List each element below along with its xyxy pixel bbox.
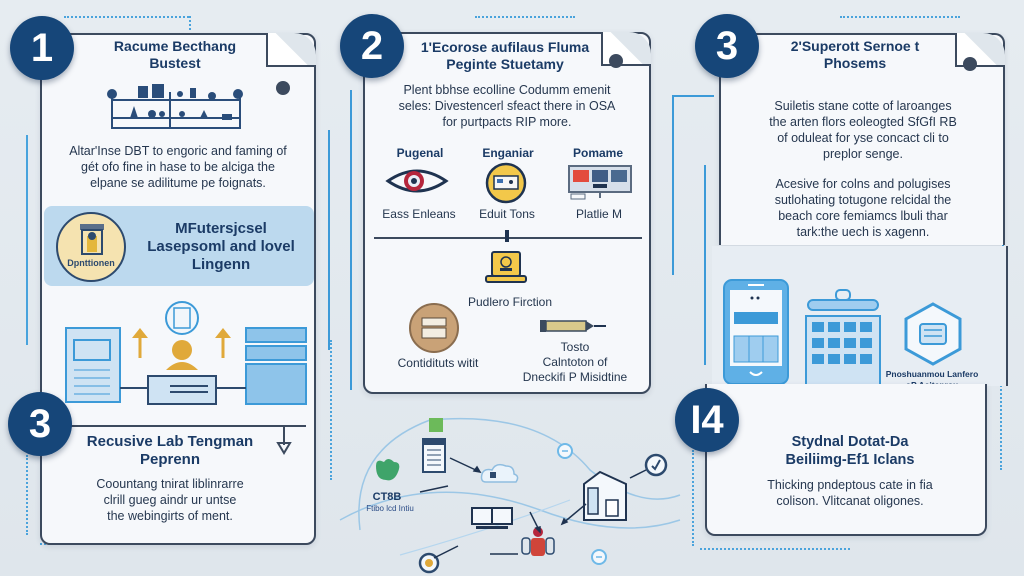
bottom-item-caption-1: Contidituts witit bbox=[397, 356, 479, 370]
column-heading-3: Pomame bbox=[572, 146, 624, 160]
leaf-logo-icon bbox=[376, 459, 400, 481]
building-icon bbox=[583, 470, 627, 521]
pin-dot bbox=[609, 54, 623, 68]
step-2-badge: 2 bbox=[340, 14, 404, 78]
connector-bridge bbox=[672, 95, 714, 97]
pin-dot bbox=[963, 57, 977, 71]
connector-left-4 bbox=[692, 450, 694, 546]
syringe-icon bbox=[540, 320, 606, 332]
connector-left-3 bbox=[704, 165, 706, 365]
smartphone-icon bbox=[723, 279, 789, 385]
robot-agent-icon bbox=[521, 527, 555, 556]
coin-circle-icon bbox=[418, 552, 440, 574]
step-2-title: 1'Ecorose aufilaus Fluma Peginte Stuetam… bbox=[420, 39, 590, 72]
connector-right-bottom bbox=[330, 340, 332, 480]
network-brand: CT8B bbox=[372, 491, 402, 503]
column-caption-1: Eass Enleans bbox=[382, 207, 456, 221]
step-3-card bbox=[719, 33, 1005, 245]
column-heading-2: Enganiar bbox=[482, 146, 534, 160]
connector-left-bottom bbox=[26, 455, 28, 535]
hexagon-document-icon bbox=[904, 302, 962, 366]
network-brand-subtext: Ftibo lcd Intiu bbox=[366, 504, 414, 513]
laptop-icon bbox=[485, 251, 527, 283]
checkmark-circle-icon bbox=[644, 453, 668, 477]
cloud-lock-icon bbox=[480, 463, 519, 483]
monitor-icon bbox=[568, 165, 632, 200]
connector-top-1-drop bbox=[189, 16, 191, 30]
town-circuit-illustration bbox=[107, 84, 243, 129]
step-3-paragraph-1: Suiletis stane cotte of laroanges the ar… bbox=[769, 99, 957, 161]
database-badge-icon bbox=[409, 303, 459, 353]
step-1-title: Racume Becthang Bustest bbox=[113, 38, 237, 71]
monitor-pair-icon bbox=[471, 507, 513, 529]
connector-left-1 bbox=[26, 135, 28, 345]
network-arrows bbox=[419, 457, 647, 559]
workflow-illustration bbox=[65, 301, 307, 405]
connector-right-2 bbox=[672, 95, 674, 275]
divider-marker bbox=[505, 230, 509, 242]
center-item-caption: Pudlero Firction bbox=[467, 295, 553, 309]
step-4-title: Stydnal Dotat-Da Beiliimg-Ef1 Iclans bbox=[785, 434, 915, 468]
step-2-body: Plent bbhse ecolline Codumm emenit seles… bbox=[398, 83, 616, 129]
connector-bottom-4 bbox=[700, 548, 850, 550]
step-4-body: Thicking pndeptous cate in fia colison. … bbox=[767, 478, 933, 508]
step-3-left-badge: 3 bbox=[8, 392, 72, 456]
card-reader-icon bbox=[485, 162, 527, 204]
connector-top-3 bbox=[840, 16, 960, 18]
connector-top-2 bbox=[475, 16, 575, 18]
connector-top-1 bbox=[64, 16, 189, 18]
clipboard-icon bbox=[422, 438, 446, 473]
step-4-card bbox=[705, 384, 987, 536]
arrow-down-icon bbox=[276, 425, 292, 455]
column-caption-3: Platlie M bbox=[575, 207, 622, 221]
step-1-badge: 1 bbox=[10, 16, 74, 80]
step-1-divider bbox=[40, 425, 306, 427]
column-heading-1: Pugenal bbox=[396, 146, 444, 160]
step-1-highlight-text: MFutersjcsel Lasepsoml and lovel Lingenn bbox=[147, 220, 295, 273]
connector-far-right bbox=[1000, 330, 1002, 470]
connector-left-2 bbox=[350, 90, 352, 390]
step-4-badge: I4 bbox=[675, 388, 739, 452]
connector-right-1 bbox=[328, 130, 330, 350]
step-3-paragraph-2: Acesive for colns and polugises sutlohat… bbox=[774, 177, 952, 239]
step-3-left-body: Coountang tnirat liblinrarre clrill gueg… bbox=[96, 477, 244, 523]
pin-dot bbox=[276, 81, 290, 95]
green-badge-icon bbox=[429, 418, 443, 432]
node-circle-icon bbox=[591, 549, 607, 565]
node-circle-icon bbox=[557, 443, 573, 459]
step-3-badge: 3 bbox=[695, 14, 759, 78]
page-fold bbox=[266, 33, 316, 67]
bottom-item-caption-2: Tosto Calntoton of Dneckifi P Misidtine bbox=[522, 340, 628, 384]
eye-icon bbox=[385, 169, 449, 193]
emblem-icon: Dpnttionen bbox=[56, 212, 126, 282]
step-3-title: 2'Superott Sernoe t Phosems bbox=[790, 38, 920, 71]
column-caption-2: Eduit Tons bbox=[479, 207, 535, 221]
step-3-left-title: Recusive Lab Tengman Peprenn bbox=[86, 433, 254, 468]
step-1-body: Altar'Inse DBT to engoric and faming of … bbox=[69, 144, 287, 190]
